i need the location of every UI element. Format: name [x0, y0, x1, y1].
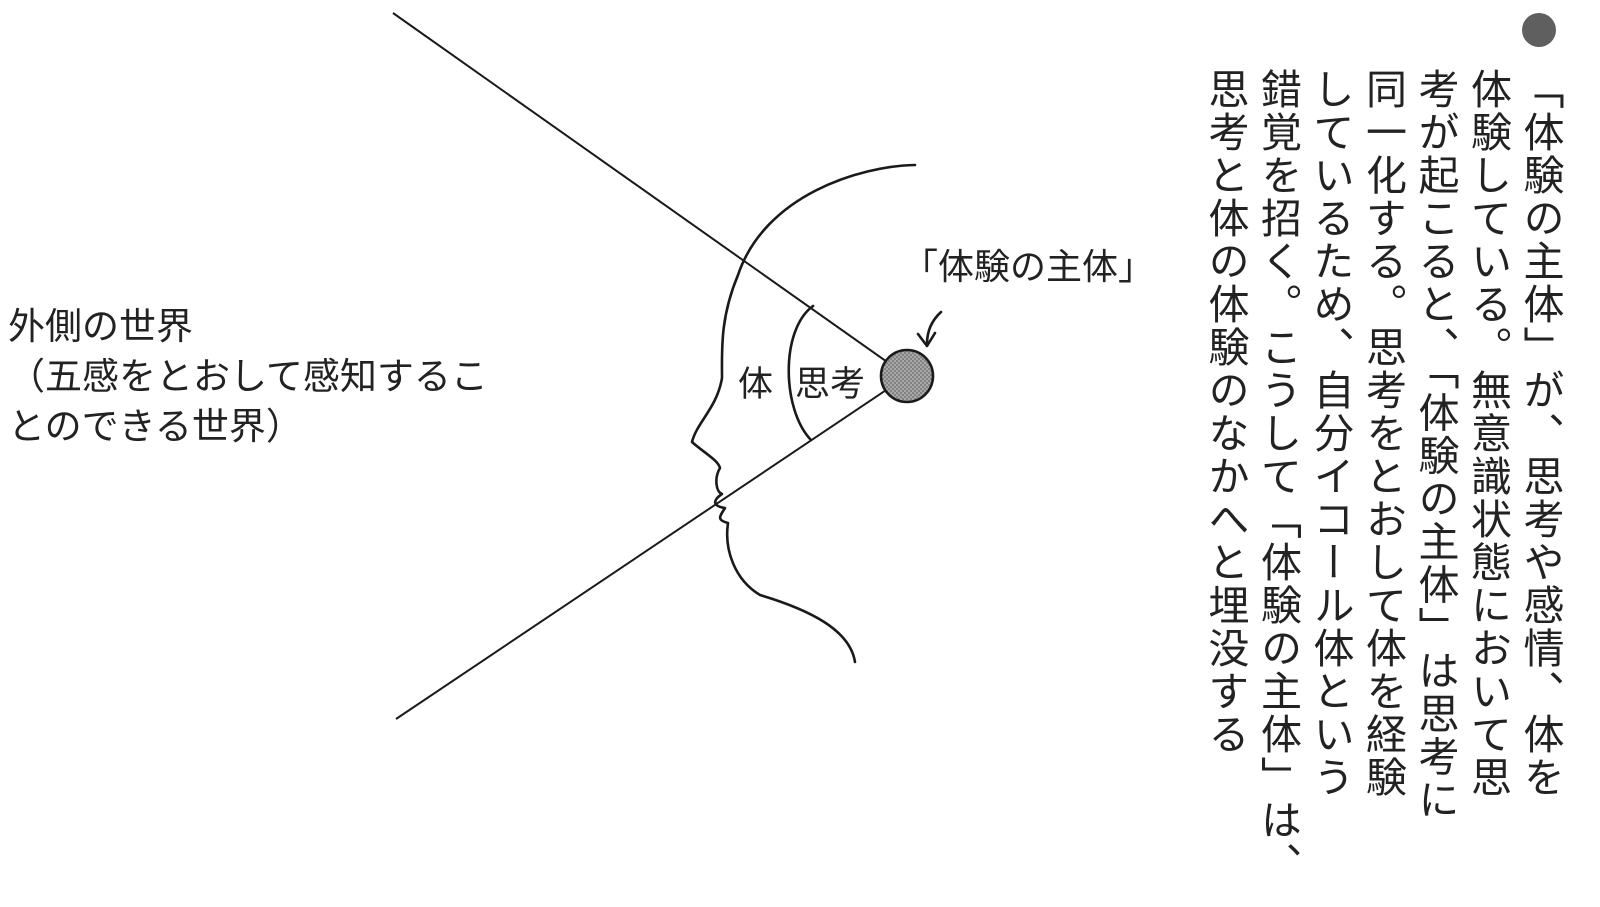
visual-field-arc	[787, 304, 815, 442]
outer-world-label-line: （五感をとおして感知するこ	[8, 355, 488, 398]
caption-line: 思考と体の体験のなかへと埋没する	[1201, 68, 1249, 756]
body-label: 体	[738, 365, 774, 405]
head-profile-outline	[690, 163, 917, 664]
pointer-arrow-curve	[925, 310, 943, 346]
vertical-caption: 「体験の主体」が、思考や感情、体を 体験している。無意識状態において思 考が起こ…	[1199, 68, 1567, 885]
thought-label: 思考	[795, 365, 866, 405]
caption-line: 「体験の主体」が、思考や感情、体を	[1516, 68, 1564, 799]
lower-sight-line	[395, 375, 908, 720]
caption-line: 錯覚を招く。こうして「体験の主体」は、	[1253, 68, 1302, 885]
outer-world-label-line: とのできる世界）	[8, 405, 303, 448]
outer-world-label: 外側の世界 （五感をとおして感知するこ とのできる世界）	[8, 302, 488, 452]
caption-line: 同一化する。思考をとおして体を経験	[1358, 68, 1407, 799]
experience-subject-label: 「体験の主体」	[902, 247, 1155, 288]
pointer-arrowhead	[916, 331, 937, 348]
outer-world-label-line: 外側の世界	[8, 305, 193, 348]
subject-dot	[879, 348, 935, 404]
caption-line: 考が起こると、「体験の主体」は思考に	[1411, 68, 1459, 822]
caption-line: 体験している。無意識状態において思	[1463, 68, 1512, 799]
caption-bullet-icon	[1522, 13, 1556, 47]
upper-sight-line	[392, 12, 908, 377]
caption-line: しているため、自分イコール体という	[1306, 68, 1354, 799]
